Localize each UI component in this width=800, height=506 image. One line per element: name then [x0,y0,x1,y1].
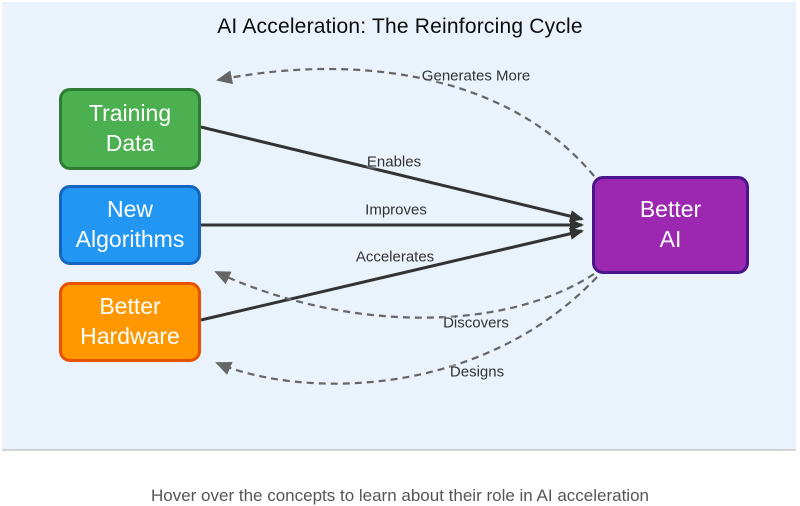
diagram-title: AI Acceleration: The Reinforcing Cycle [217,15,583,38]
node-better-ai[interactable]: Better AI [592,176,749,274]
node-new-algorithms-label: New Algorithms [75,196,185,252]
hover-hint-caption: Hover over the concepts to learn about t… [150,486,649,505]
edge-label-enables: Enables [366,153,422,171]
node-new-algorithms[interactable]: New Algorithms [59,185,201,265]
node-training-data[interactable]: Training Data [59,88,201,170]
edge-label-designs: Designs [449,363,505,381]
node-training-data-label: Training Data [88,100,172,156]
edge-label-generates-more: Generates More [421,67,531,85]
node-better-ai-label: Better AI [639,196,702,252]
edge-label-accelerates: Accelerates [355,248,435,266]
node-better-hardware-label: Better Hardware [80,293,180,349]
node-better-hardware[interactable]: Better Hardware [59,282,201,362]
edge-label-discovers: Discovers [443,314,509,332]
edge-label-improves: Improves [365,201,427,219]
